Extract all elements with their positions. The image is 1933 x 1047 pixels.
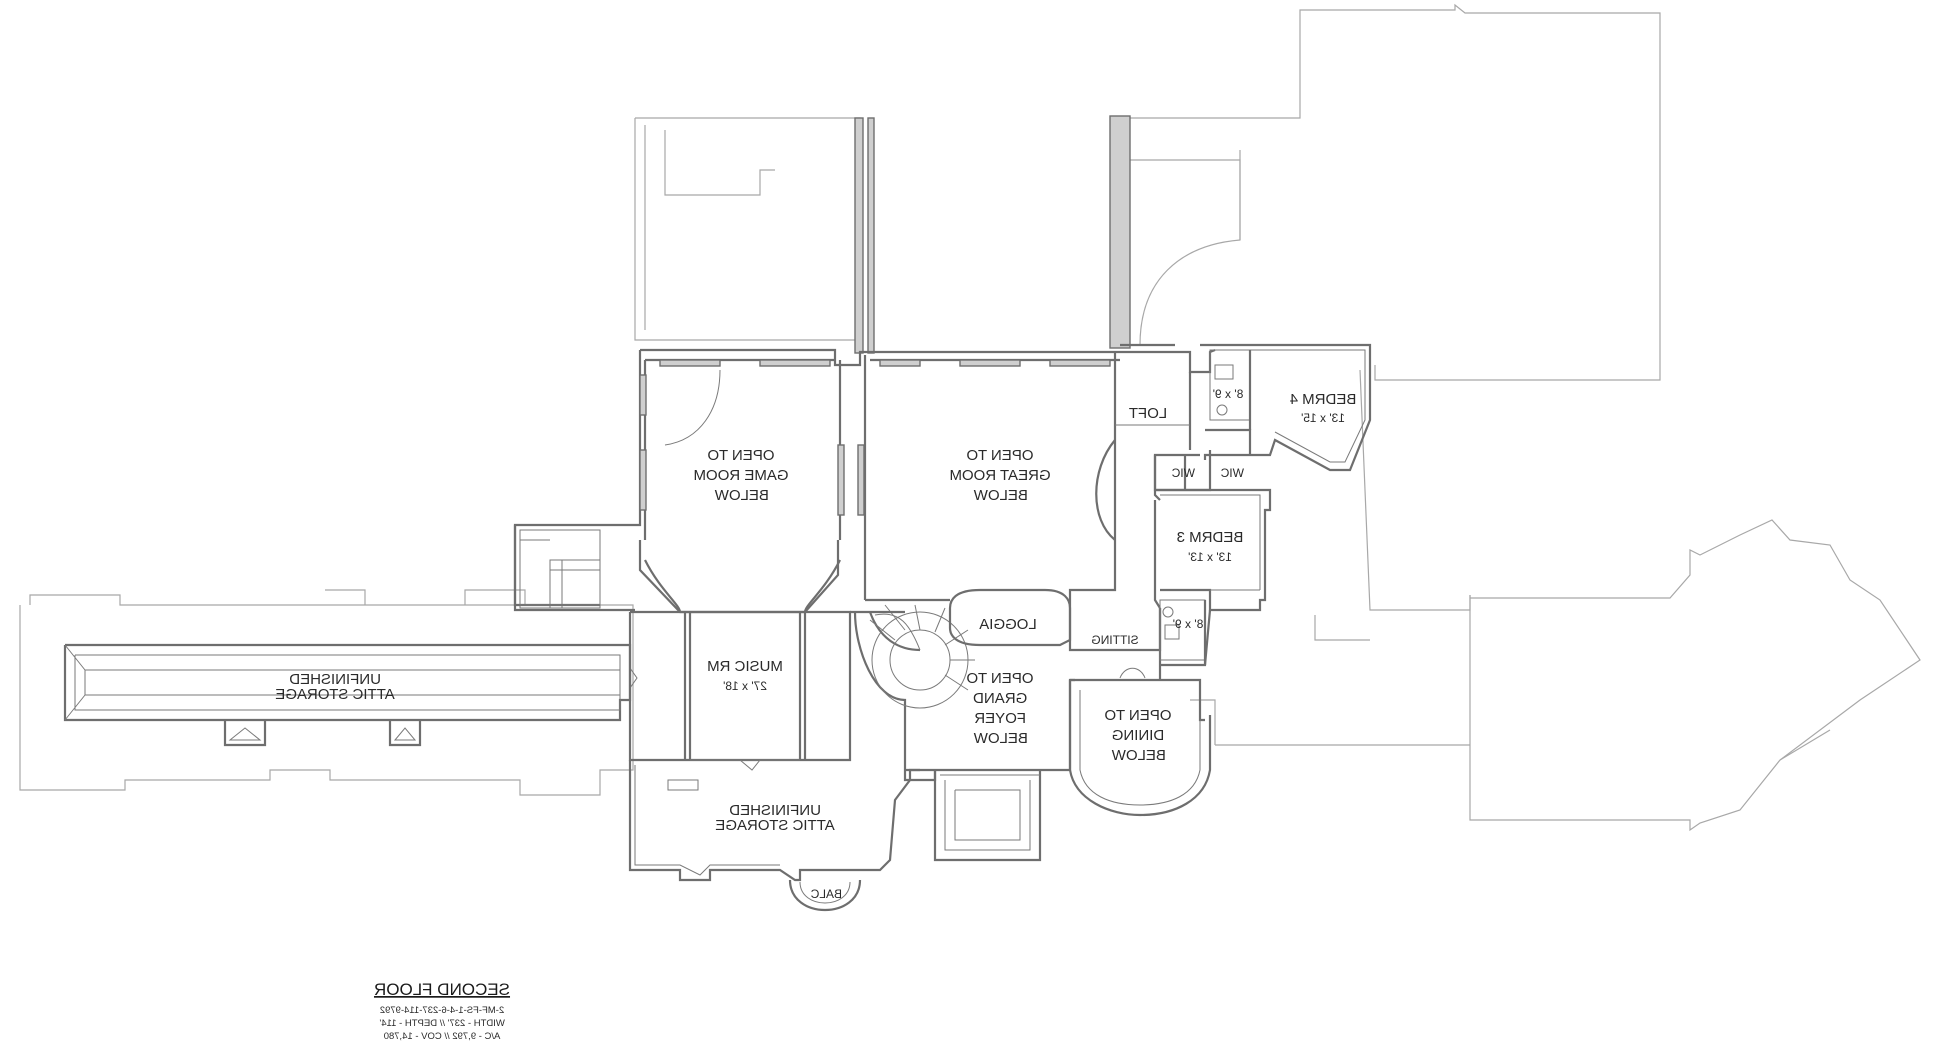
bedrm3-label: BEDRM 3 bbox=[1177, 529, 1244, 546]
title-block: SECOND FLOOR 2-MF-FS-1-4-6-237-114-9792 … bbox=[374, 980, 510, 1042]
loft-label: LOFT bbox=[1129, 405, 1167, 422]
bedrm4-size: 13' x 15' bbox=[1301, 411, 1345, 425]
svg-text:DINING: DINING bbox=[1112, 727, 1165, 744]
plan-title: SECOND FLOOR bbox=[374, 980, 510, 999]
svg-text:UNFINISHED: UNFINISHED bbox=[729, 802, 821, 819]
svg-text:OPEN TO: OPEN TO bbox=[1105, 707, 1172, 724]
svg-text:UNFINISHED: UNFINISHED bbox=[289, 671, 381, 688]
svg-text:ATTIC STORAGE: ATTIC STORAGE bbox=[275, 686, 394, 703]
svg-text:ATTIC STORAGE: ATTIC STORAGE bbox=[715, 817, 834, 834]
svg-text:GAME ROOM: GAME ROOM bbox=[693, 467, 788, 484]
wic-label-left: WIC bbox=[1171, 466, 1195, 480]
music-room-size: 27' x 18' bbox=[723, 679, 767, 693]
svg-text:BELOW: BELOW bbox=[973, 730, 1028, 747]
bedrm4-label: BEDRM 4 bbox=[1290, 391, 1357, 408]
wic-label-right: WIC bbox=[1220, 466, 1244, 480]
svg-text:BELOW: BELOW bbox=[1111, 747, 1166, 764]
dining-label: OPEN TO DINING BELOW bbox=[1105, 707, 1172, 764]
svg-text:OPEN TO: OPEN TO bbox=[967, 670, 1034, 687]
svg-text:BELOW: BELOW bbox=[973, 487, 1028, 504]
roof-outlines bbox=[19, 3, 1921, 832]
great-room-label: OPEN TO GREAT ROOM BELOW bbox=[949, 447, 1050, 504]
plan-meta-line-1: 2-MF-FS-1-4-6-237-114-9792 bbox=[380, 1005, 504, 1016]
grand-foyer-label: OPEN TO GRAND FOYER BELOW bbox=[967, 670, 1034, 747]
labels: OPEN TO GAME ROOM BELOW OPEN TO GREAT RO… bbox=[275, 387, 1356, 901]
svg-text:GREAT ROOM: GREAT ROOM bbox=[949, 467, 1050, 484]
music-room-label: MUSIC RM bbox=[707, 658, 783, 675]
plan-meta-line-2: WIDTH - 237' // DEPTH - 114' bbox=[379, 1018, 505, 1029]
svg-text:GRAND: GRAND bbox=[973, 690, 1027, 707]
bath-lower-size: 8' x 9' bbox=[1173, 617, 1204, 631]
svg-text:FOYER: FOYER bbox=[974, 710, 1026, 727]
plan-meta-line-3: A/C - 9,792 // COV - 14,780 bbox=[384, 1031, 501, 1042]
svg-text:OPEN TO: OPEN TO bbox=[708, 447, 775, 464]
game-room-label: OPEN TO GAME ROOM BELOW bbox=[693, 447, 788, 504]
loggia-label: LOGGIA bbox=[979, 616, 1037, 633]
attic-west-label: UNFINISHED ATTIC STORAGE bbox=[275, 671, 394, 703]
sitting-label: SITTING bbox=[1091, 633, 1138, 647]
attic-south-label: UNFINISHED ATTIC STORAGE bbox=[715, 802, 834, 834]
svg-text:OPEN TO: OPEN TO bbox=[967, 447, 1034, 464]
bedrm3-size: 13' x 13' bbox=[1188, 550, 1232, 564]
bath-upper-size: 8' x 9' bbox=[1213, 387, 1244, 401]
balc-label: BALC bbox=[810, 887, 842, 901]
svg-text:BELOW: BELOW bbox=[714, 487, 769, 504]
walls bbox=[63, 115, 1372, 911]
